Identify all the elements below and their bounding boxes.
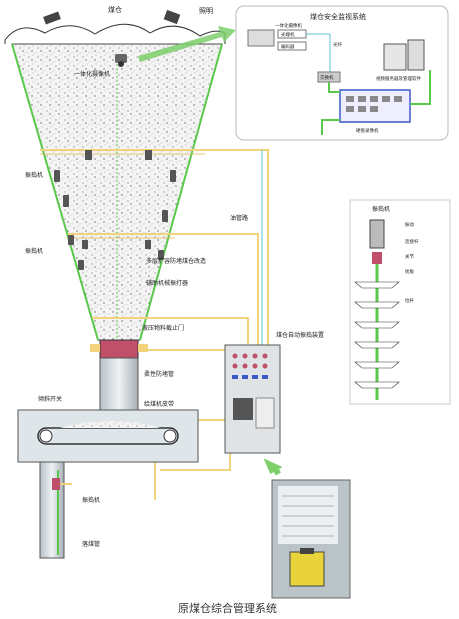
label-gas-pipe: 油管路 xyxy=(230,214,248,222)
label-vibrator-bottom: 振捣机 xyxy=(82,496,100,504)
vib-detail-blade: 扰板 xyxy=(405,268,414,275)
monitor-optical-tx: 光端机 xyxy=(281,31,295,38)
label-tilt-switch: 倾斜开关 xyxy=(38,395,62,403)
label-pressure-valve: 液压物料截止门 xyxy=(142,324,184,332)
monitor-camera: 一体化摄像机 xyxy=(275,22,302,29)
vib-detail-motor: 振动 xyxy=(405,221,414,228)
silo-roof xyxy=(4,23,226,41)
arrow-to-monitor xyxy=(138,26,236,62)
vib-detail-title: 振捣机 xyxy=(372,205,390,213)
label-vibrator-left-2: 振捣机 xyxy=(25,247,43,255)
label-drop-pipe: 落煤管 xyxy=(82,540,100,548)
label-elastic-pipe: 柔性防堵管 xyxy=(144,370,174,378)
label-belt-conveyor: 给煤机皮带 xyxy=(144,400,174,408)
monitor-title: 煤仓安全监视系统 xyxy=(310,12,366,21)
drop-pipe xyxy=(39,461,65,559)
monitor-switch: 交换机 xyxy=(320,74,334,81)
vib-detail-shaft: 拉杆 xyxy=(405,297,414,304)
label-lighting: 照明 xyxy=(199,7,213,15)
flexible-pipe xyxy=(99,357,139,411)
lamp-icon xyxy=(43,9,181,25)
monitor-hard-disk: 硬盘录像机 xyxy=(356,127,379,134)
monitor-encoder: 编码器 xyxy=(281,43,295,50)
figure-caption: 原煤仓综合管理系统 xyxy=(178,601,277,615)
label-multi-layer: 多层扩容防堵煤仓改造 xyxy=(146,257,206,265)
camera-icon xyxy=(115,54,127,67)
label-auto-vibration: 煤仓自动振捣装置 xyxy=(276,331,324,339)
label-auxiliary-mech: 辅助机械振打器 xyxy=(146,279,188,287)
vib-detail-coupler: 关节 xyxy=(405,253,414,260)
label-vibrator-left-1: 振捣机 xyxy=(25,171,43,179)
monitor-server: 视频服务器及管理软件 xyxy=(376,75,421,82)
monitor-switch-small: 光纤 xyxy=(333,41,342,48)
label-integrated-camera: 一体化摄像机 xyxy=(74,70,110,78)
vib-detail-connector: 连接杆 xyxy=(405,238,419,245)
label-silo: 煤仓 xyxy=(108,5,122,14)
